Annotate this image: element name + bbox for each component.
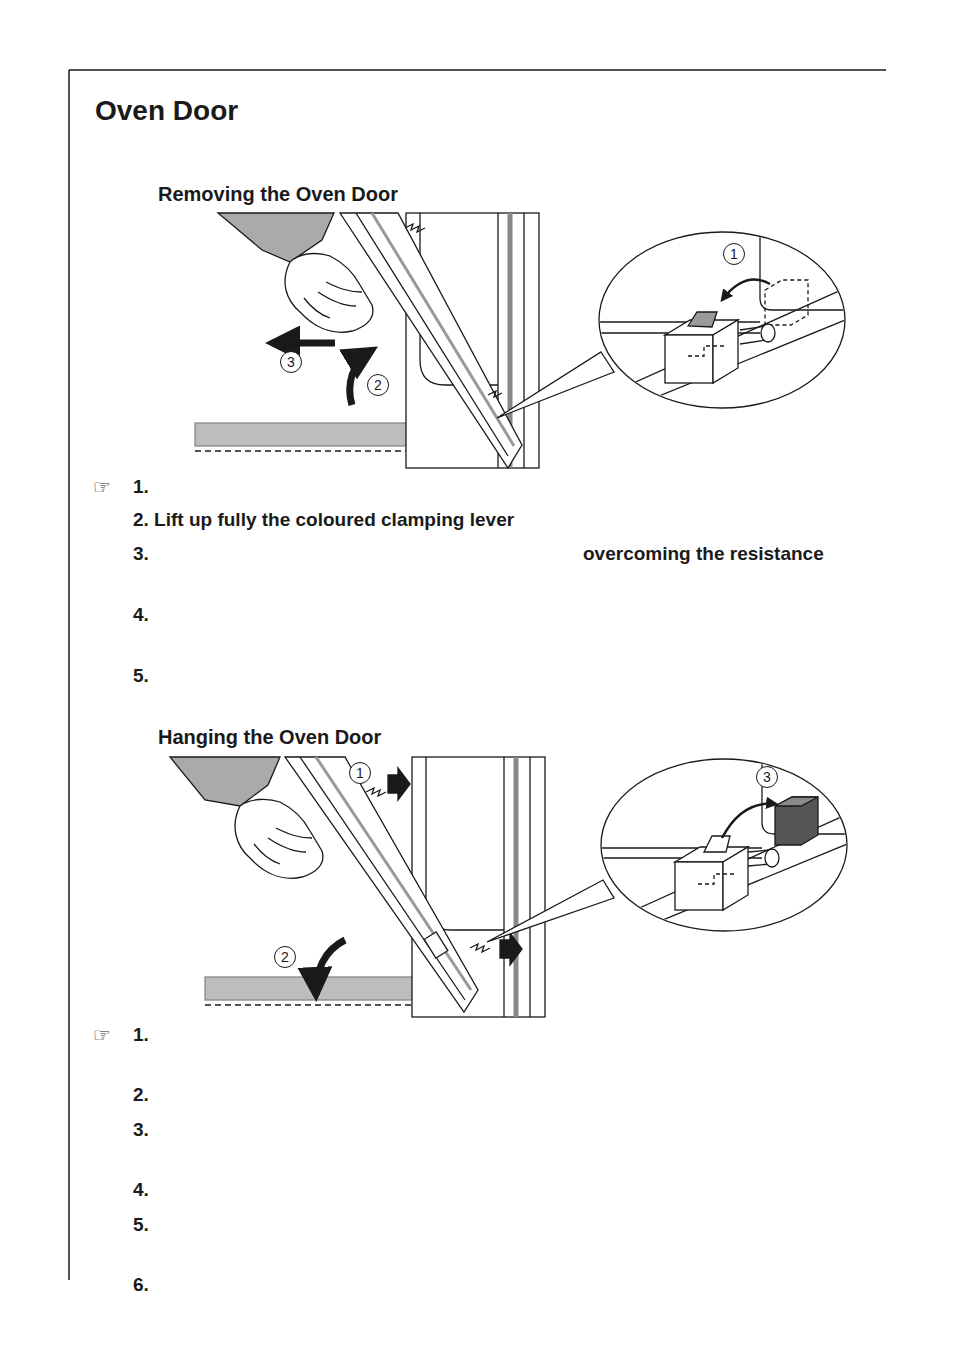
oven-frame-line bbox=[529, 757, 530, 1017]
page-rule bbox=[68, 70, 70, 1280]
hinge-plate bbox=[424, 932, 448, 958]
arrow bbox=[272, 340, 335, 347]
step-text: 6. bbox=[133, 1274, 149, 1296]
oven-frame-line bbox=[523, 213, 524, 468]
oven-side bbox=[412, 757, 545, 1017]
removing-illustration bbox=[195, 213, 850, 468]
step-text: 4. bbox=[133, 1179, 149, 1201]
step-text: 5. bbox=[133, 1214, 149, 1236]
glove-finger bbox=[304, 282, 362, 318]
step-text: 2. Lift up fully the coloured clamping l… bbox=[133, 509, 514, 531]
magnifier-circle bbox=[601, 759, 847, 931]
oven-frame-line bbox=[503, 757, 504, 1017]
page-rule bbox=[69, 69, 886, 71]
section-heading: Hanging the Oven Door bbox=[158, 726, 381, 749]
hinge-detail bbox=[598, 755, 852, 936]
hinge-hook bbox=[366, 788, 386, 796]
door-line bbox=[356, 213, 508, 456]
callout-number: 1 bbox=[723, 243, 745, 265]
pointer-icon: ☞ bbox=[93, 1023, 111, 1047]
step-text: 3. bbox=[133, 543, 149, 565]
page-title: Oven Door bbox=[95, 95, 238, 127]
callout-number: 3 bbox=[280, 351, 302, 373]
glove-hand bbox=[235, 799, 323, 878]
callout-number: 3 bbox=[756, 766, 778, 788]
hinge-hook bbox=[470, 944, 490, 952]
oven-door bbox=[285, 757, 478, 1012]
callout-number: 1 bbox=[349, 762, 371, 784]
oven-door bbox=[340, 213, 522, 468]
callout-number: 2 bbox=[274, 946, 296, 968]
step-text: 5. bbox=[133, 665, 149, 687]
hinge-hook bbox=[405, 224, 425, 232]
sleeve bbox=[170, 757, 280, 806]
glove-finger bbox=[254, 828, 312, 864]
step-text: 2. bbox=[133, 1084, 149, 1106]
hinge-hook bbox=[488, 391, 502, 397]
step-text: 4. bbox=[133, 604, 149, 626]
block-arrow bbox=[500, 933, 522, 965]
block-arrow bbox=[388, 768, 410, 800]
hanging-illustration bbox=[170, 755, 852, 1017]
section-heading: Removing the Oven Door bbox=[158, 183, 398, 206]
oven-frame-line bbox=[514, 757, 519, 1017]
callout-number: 2 bbox=[367, 374, 389, 396]
step-text: overcoming the resistance bbox=[583, 543, 824, 565]
magnifier-pointer bbox=[487, 880, 614, 942]
door-line bbox=[300, 757, 465, 1000]
step-text: 3. bbox=[133, 1119, 149, 1141]
magnifier-pointer bbox=[497, 352, 614, 418]
oven-frame-line bbox=[426, 757, 504, 930]
door-line bbox=[372, 213, 514, 446]
door-line bbox=[316, 757, 471, 990]
arrow bbox=[316, 940, 345, 995]
hinge-detail bbox=[596, 230, 850, 412]
pointer-icon: ☞ bbox=[93, 475, 111, 499]
glove-hand bbox=[285, 254, 373, 333]
step-text: 1. bbox=[133, 476, 149, 498]
step-text: 1. bbox=[133, 1024, 149, 1046]
